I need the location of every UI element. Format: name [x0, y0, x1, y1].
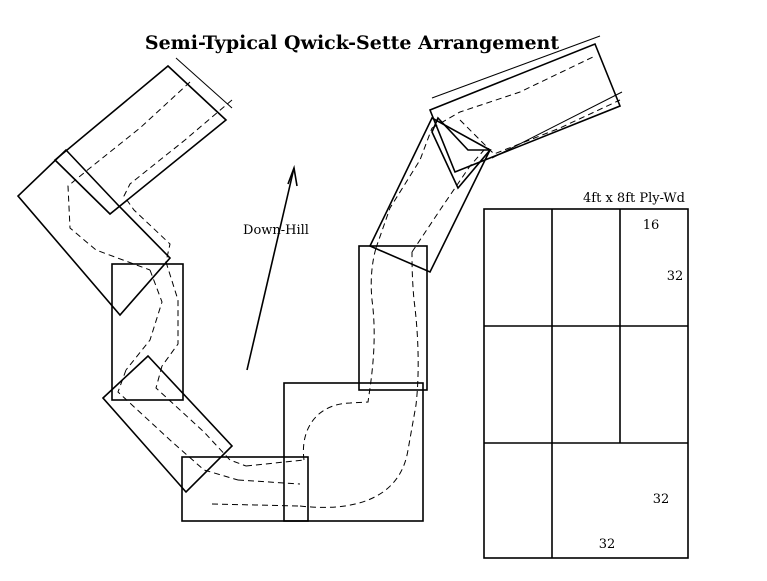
- left-upper-segment: [16, 57, 233, 317]
- right-lower-segment: [358, 245, 428, 391]
- turnaround-square: [283, 247, 424, 522]
- bottom-connector-segment: [181, 456, 309, 522]
- diagram-title: Semi-Typical Qwick-Sette Arrangement: [145, 32, 559, 54]
- left-middle-segment: [111, 261, 184, 401]
- plywood-dim-16: 16: [643, 218, 660, 233]
- downhill-label: Down-Hill: [243, 223, 309, 238]
- left-lower-segment: [101, 354, 247, 494]
- plywood-dim-32-top: 32: [667, 269, 684, 284]
- plywood-sheet: [483, 208, 689, 559]
- plywood-label: 4ft x 8ft Ply-Wd: [583, 191, 685, 206]
- plywood-dim-32-right: 32: [653, 492, 670, 507]
- downhill-arrow: [246, 164, 298, 371]
- right-upper-segment: [428, 35, 623, 190]
- right-middle-segment: [368, 116, 492, 274]
- plywood-dim-32-bottom: 32: [599, 537, 616, 552]
